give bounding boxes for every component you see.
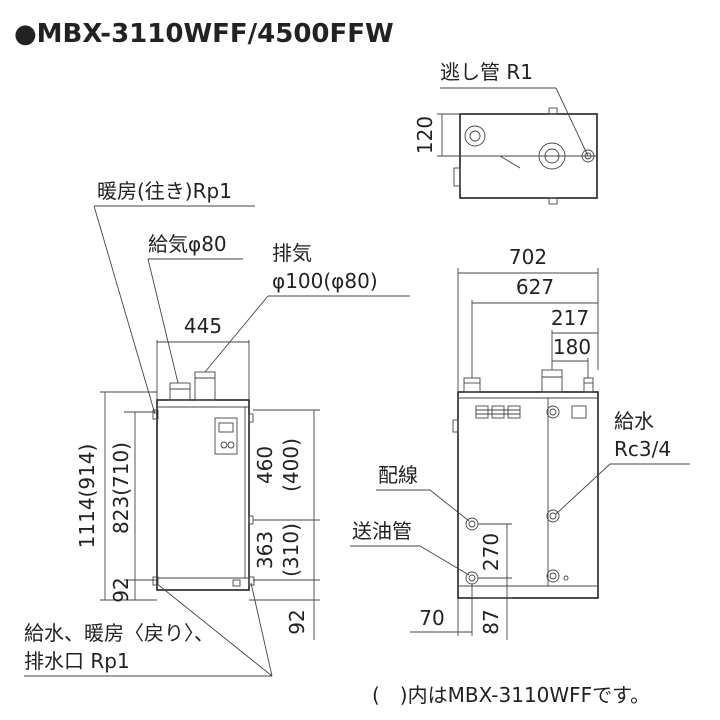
front-height-92-left: 92 — [109, 577, 133, 602]
wiring-label: 配線 — [378, 463, 418, 487]
front-height-823: 823(710) — [109, 442, 133, 534]
top-view: 120 逃し管 R1 — [413, 60, 598, 205]
top-duct-large — [538, 142, 566, 170]
side-top-fitting-left — [463, 377, 481, 393]
side-dim-270: 270 — [479, 533, 503, 571]
side-view-body — [457, 391, 599, 599]
water-supply-label-1: 給水 — [614, 409, 654, 433]
oil-pipe-label: 送油管 — [352, 519, 412, 543]
top-duct-small — [464, 125, 486, 147]
front-height-total: 1114(914) — [75, 444, 99, 549]
front-dim-310: (310) — [279, 523, 303, 577]
top-depth-dim: 120 — [413, 116, 437, 154]
exhaust-label-2: φ100(φ80) — [272, 269, 378, 293]
front-exhaust — [194, 371, 216, 401]
model-title: ●MBX-3110WFF/4500FFW — [14, 19, 394, 49]
heating-out-label: 暖房(往き)Rp1 — [97, 179, 232, 203]
bottom-connections-label-1: 給水、暖房〈戻り〉、 — [24, 621, 214, 645]
side-dim-70: 70 — [419, 606, 444, 630]
side-dim-627: 627 — [516, 275, 554, 299]
front-dim-400: (400) — [279, 438, 303, 492]
side-top-fitting-right — [583, 377, 594, 393]
footnote: ( )内はMBX-3110WFFです。 — [372, 683, 650, 707]
side-dim-87: 87 — [479, 609, 503, 634]
front-view-body — [156, 399, 250, 591]
top-relief-pipe — [581, 149, 595, 163]
front-bottom-fitting-left — [152, 576, 159, 586]
side-dim-702: 702 — [509, 245, 547, 269]
front-dim-460: 460 — [253, 446, 277, 484]
air-intake-label: 給気φ80 — [148, 232, 227, 256]
front-heating-out-fitting — [152, 409, 159, 420]
water-supply-label-2: Rc3/4 — [614, 437, 671, 461]
side-dim-180: 180 — [553, 335, 591, 359]
relief-pipe-label: 逃し管 R1 — [440, 60, 533, 84]
side-water-supply-port — [546, 509, 560, 523]
side-view: 702 627 217 180 給水 Rc3/4 配線 送油管 270 70 — [350, 245, 690, 640]
control-panel — [214, 417, 238, 455]
front-view: 445 1114(914) 823(710) 92 460 (400) 363 … — [24, 179, 410, 677]
front-dim-363: 363 — [253, 531, 277, 569]
front-dim-92-bottom: 92 — [285, 609, 309, 634]
front-air-intake — [169, 382, 191, 401]
exhaust-label-1: 排気 — [272, 241, 312, 265]
side-top-fitting-middle — [541, 369, 563, 393]
bottom-connections-label-2: 排水口 Rp1 — [24, 649, 130, 673]
side-dim-217: 217 — [551, 306, 589, 330]
front-width-dim: 445 — [184, 314, 222, 338]
